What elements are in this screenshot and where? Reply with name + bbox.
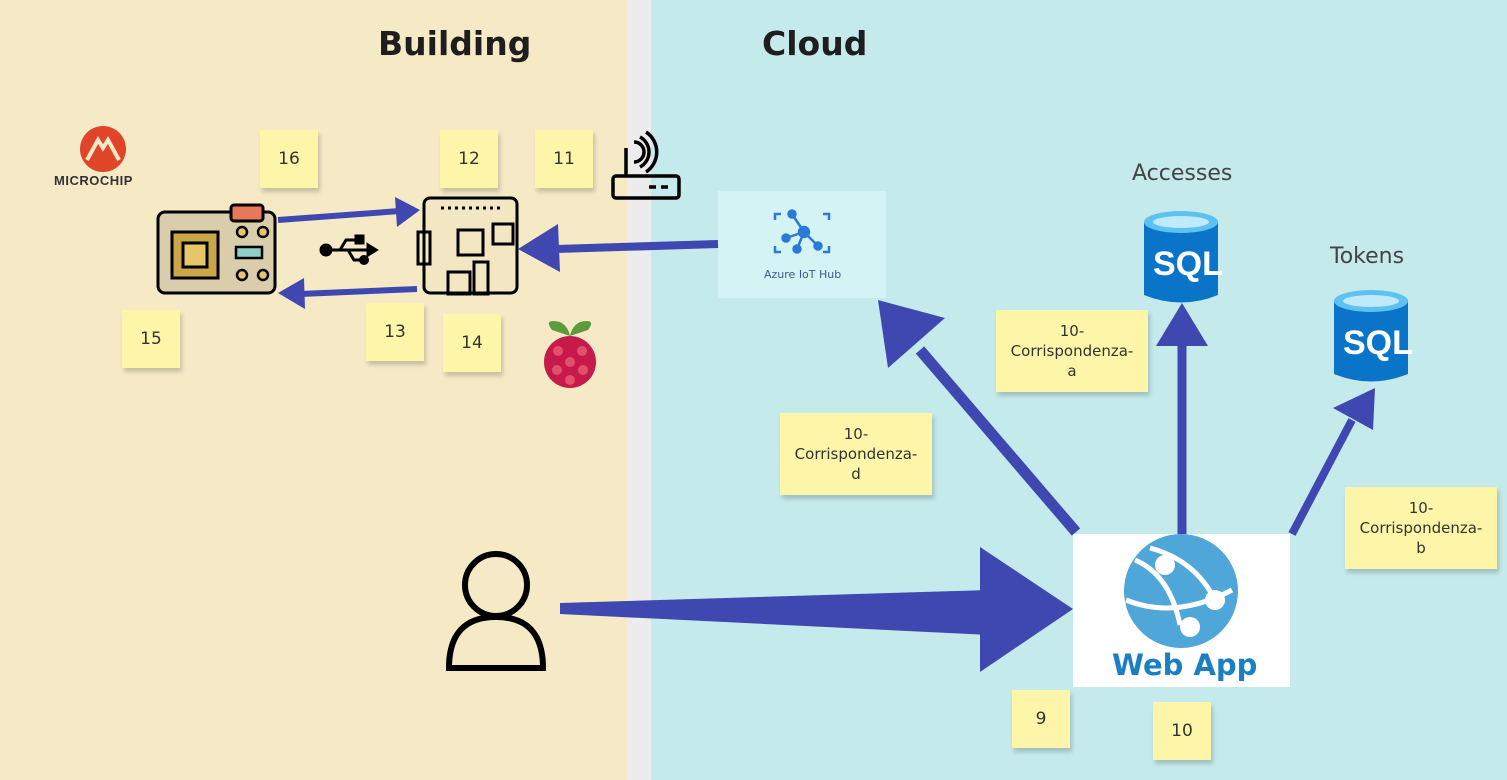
sticky-note[interactable]: 12 [440, 130, 498, 188]
sticky-note[interactable]: 14 [443, 314, 501, 372]
arrow-webapp-to-tokens [1288, 388, 1375, 536]
building-title: Building [378, 24, 532, 63]
arrow-iothub-to-pi [518, 224, 719, 272]
azure-iot-hub-icon [773, 209, 831, 254]
accesses-label: Accesses [1132, 161, 1233, 186]
router-wifi-icon [611, 130, 681, 200]
raspberry-pi-logo-icon [544, 321, 596, 388]
sticky-note-corrispondenza-d[interactable]: 10- Corrispondenza- d [780, 413, 932, 495]
usb-icon [319, 234, 379, 265]
sticky-note[interactable]: 16 [260, 130, 318, 188]
web-app-icon [1124, 534, 1238, 648]
arrow-webapp-to-iothub [878, 300, 1081, 536]
web-app-label: Web App [1112, 648, 1258, 682]
sticky-note[interactable]: 10 [1153, 702, 1211, 760]
zone-divider [627, 0, 651, 780]
sticky-note[interactable]: 11 [535, 130, 593, 188]
sql-database-icon [1334, 290, 1408, 382]
arrows [277, 197, 1375, 672]
sql-database-icon [1144, 211, 1218, 303]
microchip-logo-icon [80, 126, 126, 172]
arrow-board-to-pi [277, 197, 420, 227]
sticky-note[interactable]: 13 [366, 303, 424, 361]
azure-iot-hub-card[interactable] [718, 191, 886, 298]
arrow-user-to-webapp [560, 547, 1073, 672]
sql-text-accesses: SQL [1153, 245, 1223, 283]
user-icon [445, 551, 547, 671]
cloud-title: Cloud [762, 24, 868, 63]
sticky-note[interactable]: 9 [1012, 690, 1070, 748]
arrow-webapp-to-accesses [1156, 303, 1208, 534]
sticky-note-corrispondenza-a[interactable]: 10- Corrispondenza- a [996, 310, 1148, 392]
arrow-pi-to-board [278, 278, 418, 309]
microchip-logo-text: MICROCHIP [54, 173, 133, 188]
sticky-note-corrispondenza-b[interactable]: 10- Corrispondenza- b [1345, 487, 1497, 569]
sql-text-tokens: SQL [1343, 324, 1413, 362]
raspberry-board-icon [416, 196, 519, 296]
board-icon [156, 203, 277, 295]
iot-hub-label: Azure IoT Hub [764, 268, 842, 281]
tokens-label: Tokens [1330, 244, 1405, 269]
sticky-note[interactable]: 15 [122, 310, 180, 368]
